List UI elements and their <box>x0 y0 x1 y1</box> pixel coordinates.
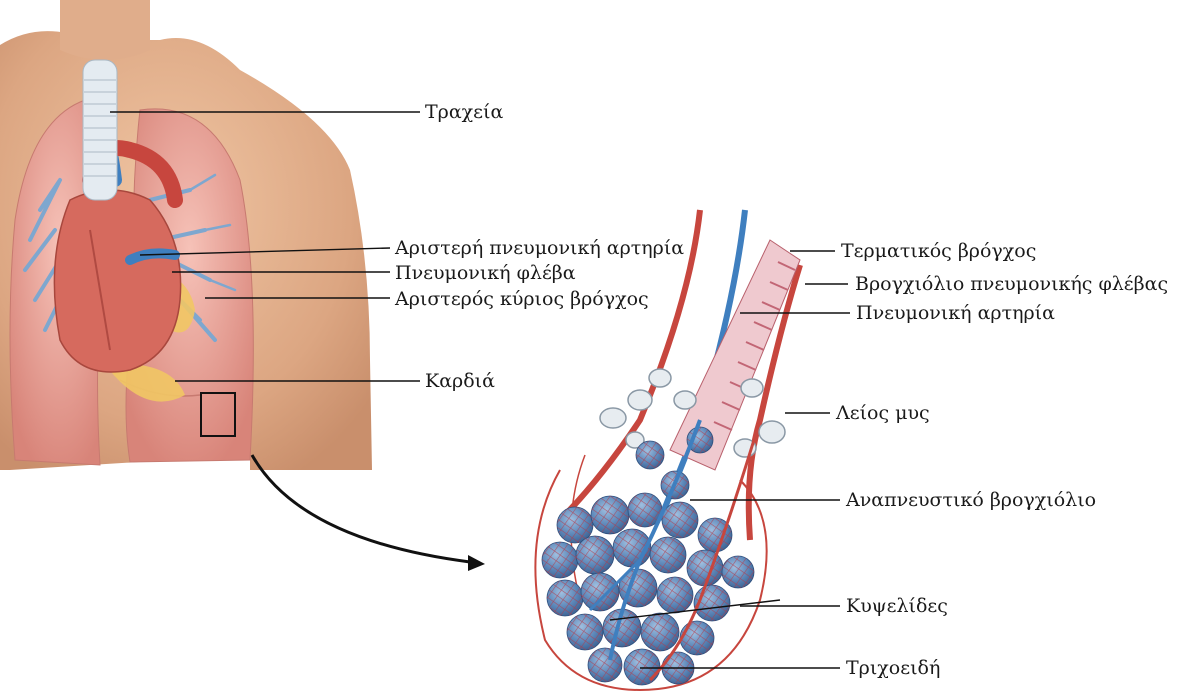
label-left-main-bronchus: Αριστερός κύριος βρόγχος <box>395 288 649 310</box>
label-smooth-muscle: Λείος μυς <box>836 402 930 424</box>
label-terminal-bronchus: Τερματικός βρόγχος <box>841 240 1036 262</box>
label-alveoli: Κυψελίδες <box>846 595 948 617</box>
label-respiratory-bronchiole: Αναπνευστικό βρογχιόλιο <box>846 489 1096 511</box>
label-left-pulmonary-artery: Αριστερή πνευμονική αρτηρία <box>395 237 684 259</box>
label-pulmonary-vein-bronchiole: Βρογχιόλιο πνευμονικής φλέβας <box>855 273 1168 295</box>
label-pulmonary-vein: Πνευμονική φλέβα <box>395 262 576 284</box>
label-heart: Καρδιά <box>425 370 495 392</box>
label-capillaries: Τριχοειδή <box>846 657 940 679</box>
heart <box>54 190 180 372</box>
label-trachea: Τραχεία <box>425 101 503 123</box>
zoom-arrow <box>252 455 485 571</box>
trachea <box>83 60 117 200</box>
label-pulmonary-artery: Πνευμονική αρτηρία <box>856 302 1055 324</box>
